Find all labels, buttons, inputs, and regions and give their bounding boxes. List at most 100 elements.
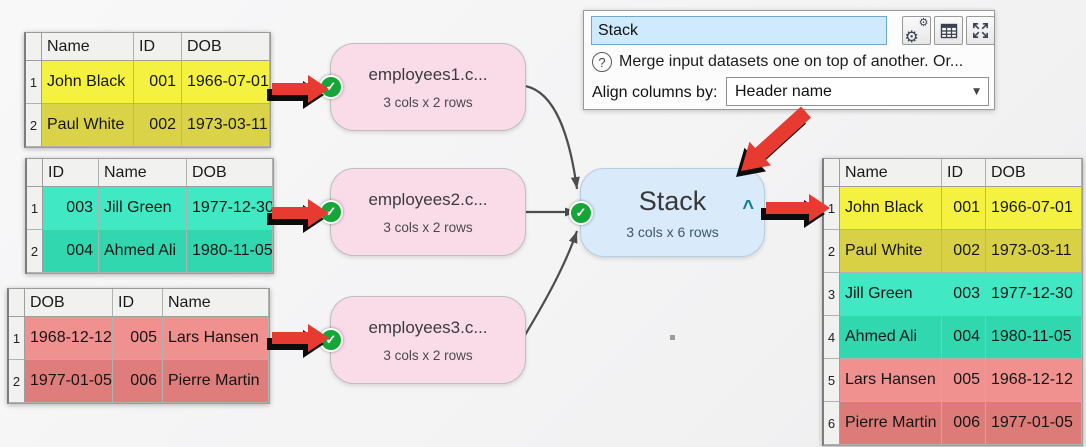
- table-cell: John Black: [42, 61, 134, 104]
- canvas-grid-dot: [670, 335, 675, 340]
- column-header: DOB: [986, 159, 1082, 187]
- column-header: Name: [840, 159, 942, 187]
- table-cell: 003: [43, 187, 99, 230]
- arrow-shadows: [267, 81, 825, 358]
- red-arrow-stack-to-output: [766, 194, 830, 222]
- collapse-caret-icon[interactable]: ^: [742, 196, 754, 219]
- transform-name-input[interactable]: [591, 16, 887, 45]
- node-title: employees2.c...: [368, 189, 488, 209]
- table-cell: Pierre Martin: [163, 360, 269, 403]
- table-cell: 1966-07-01: [182, 61, 270, 104]
- node-size-label: 3 cols x 2 rows: [383, 347, 473, 363]
- table-cell: 001: [942, 187, 986, 230]
- table-cell: 1980-11-05: [187, 230, 273, 273]
- row-number: 5: [824, 359, 840, 402]
- table-cell: Paul White: [840, 230, 942, 273]
- table-cell: Lars Hansen: [840, 359, 942, 402]
- column-header: ID: [113, 289, 163, 317]
- row-number: 1: [27, 187, 43, 230]
- column-header: ID: [43, 159, 99, 187]
- table-cell: 004: [43, 230, 99, 273]
- table-cell: 002: [942, 230, 986, 273]
- table-cell: John Black: [840, 187, 942, 230]
- table-cell: Pierre Martin: [840, 402, 942, 445]
- table-grid-icon: [940, 23, 957, 38]
- node-employees1[interactable]: ✓ employees1.c... 3 cols x 2 rows: [319, 43, 526, 131]
- column-header: DOB: [182, 33, 270, 61]
- table-cell: 1973-03-11: [986, 230, 1082, 273]
- row-header-corner: [9, 289, 25, 317]
- align-columns-dropdown[interactable]: Header name ▼: [726, 77, 989, 106]
- table-cell: 005: [942, 359, 986, 402]
- row-header-corner: [27, 159, 43, 187]
- node-size-label: 3 cols x 6 rows: [626, 223, 719, 240]
- align-columns-value: Header name: [735, 82, 832, 100]
- red-arrow-panel-to-stack: [741, 106, 811, 171]
- red-arrow-input2: [272, 199, 329, 227]
- row-number: 3: [824, 273, 840, 316]
- row-number: 1: [824, 187, 840, 230]
- table-cell: 1968-12-12: [25, 317, 113, 360]
- maximize-button[interactable]: [966, 16, 995, 45]
- node-stack[interactable]: ✓ Stack 3 cols x 6 rows ^: [569, 168, 765, 257]
- table-cell: 1977-01-05: [25, 360, 113, 403]
- node-employees3[interactable]: ✓ employees3.c... 3 cols x 2 rows: [319, 296, 526, 384]
- column-header: DOB: [25, 289, 113, 317]
- table-cell: 1977-12-30: [187, 187, 273, 230]
- table-cell: 1973-03-11: [182, 104, 270, 147]
- row-number: 2: [824, 230, 840, 273]
- column-header: Name: [42, 33, 134, 61]
- table-cell: 004: [942, 316, 986, 359]
- help-question-icon[interactable]: ?: [592, 52, 612, 72]
- table-cell: 003: [942, 273, 986, 316]
- table-cell: 006: [113, 360, 163, 403]
- table-cell: Jill Green: [99, 187, 187, 230]
- table-cell: 1977-01-05: [986, 402, 1082, 445]
- align-columns-label: Align columns by:: [592, 84, 718, 101]
- table-cell: 1977-12-30: [986, 273, 1082, 316]
- column-header: DOB: [187, 159, 273, 187]
- table-cell: Lars Hansen: [163, 317, 269, 360]
- node-title: employees1.c...: [368, 64, 488, 84]
- node-size-label: 3 cols x 2 rows: [383, 94, 473, 110]
- row-number: 1: [26, 61, 42, 104]
- row-number: 2: [9, 360, 25, 403]
- column-header: ID: [942, 159, 986, 187]
- caret-down-icon: ▼: [973, 86, 980, 97]
- arrow-shapes: [272, 75, 830, 352]
- transform-properties-panel: ⚙⚙ ? Merge input datasets one on: [583, 10, 995, 110]
- row-number: 2: [27, 230, 43, 273]
- row-number: 1: [9, 317, 25, 360]
- table-cell: Jill Green: [840, 273, 942, 316]
- column-header: Name: [163, 289, 269, 317]
- gear-icon: ⚙⚙: [904, 15, 929, 46]
- expand-arrows-icon: [973, 23, 988, 38]
- column-header: Name: [99, 159, 187, 187]
- table-cell: 005: [113, 317, 163, 360]
- red-arrow-input1: [272, 75, 329, 103]
- table-cell: 1966-07-01: [986, 187, 1082, 230]
- table-cell: 1968-12-12: [986, 359, 1082, 402]
- node-employees2[interactable]: ✓ employees2.c... 3 cols x 2 rows: [319, 168, 526, 256]
- node-size-label: 3 cols x 2 rows: [383, 219, 473, 235]
- table-cell: 002: [134, 104, 182, 147]
- transform-description-row: ? Merge input datasets one on top of ano…: [592, 52, 963, 72]
- row-number: 4: [824, 316, 840, 359]
- red-arrow-input3: [272, 324, 329, 352]
- node-title: employees3.c...: [368, 317, 488, 337]
- row-number: 2: [26, 104, 42, 147]
- table-cell: Ahmed Ali: [99, 230, 187, 273]
- transform-description: Merge input datasets one on top of anoth…: [619, 53, 964, 70]
- table-cell: Paul White: [42, 104, 134, 147]
- node-title: Stack: [638, 185, 707, 216]
- show-table-button[interactable]: [934, 16, 963, 45]
- table-cell: Ahmed Ali: [840, 316, 942, 359]
- settings-gears-button[interactable]: ⚙⚙: [902, 15, 931, 46]
